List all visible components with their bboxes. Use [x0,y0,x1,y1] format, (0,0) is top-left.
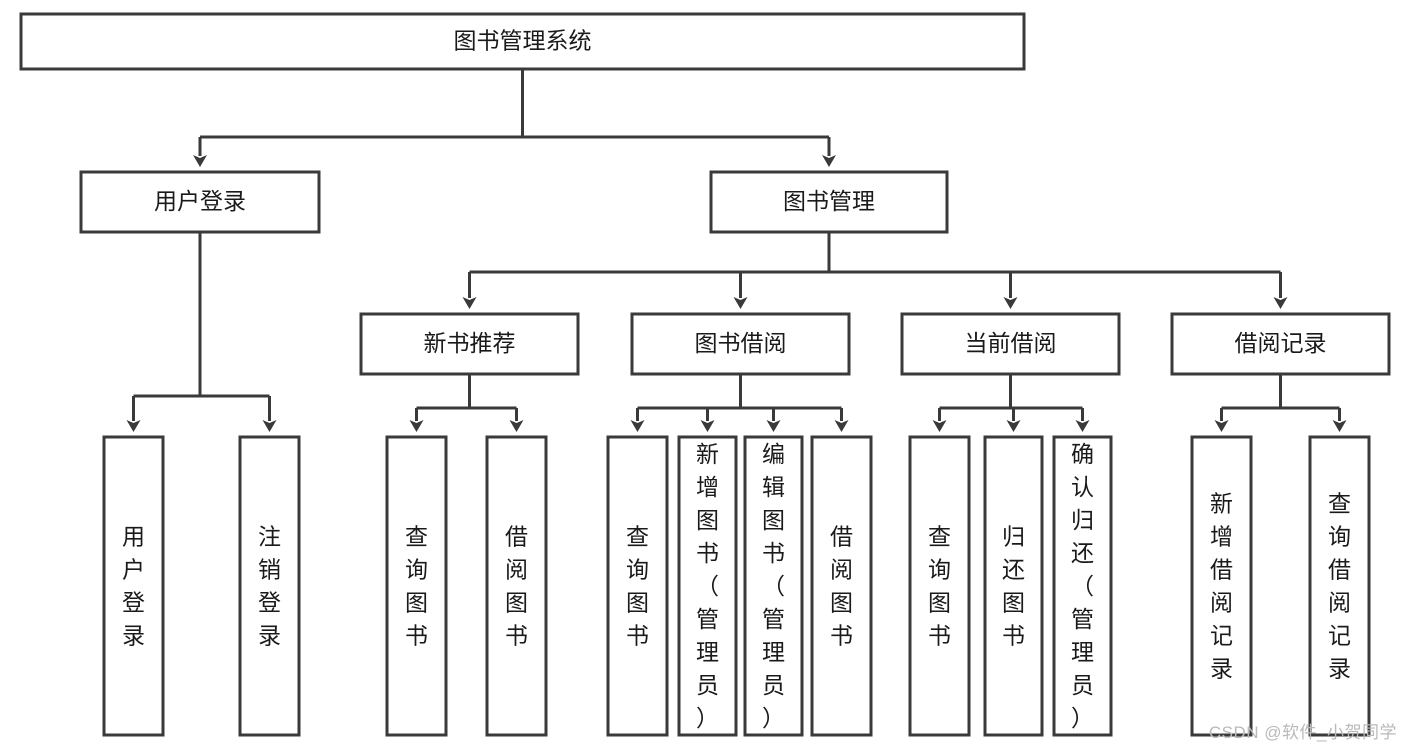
node-leaf-10-确认归还（管理员）[interactable]: 确认归还（管理员） [1052,435,1113,737]
node-label: 当前借阅 [965,330,1057,356]
node-leaf-8-查询图书[interactable]: 查询图书 [908,435,971,737]
node-l3-新书推荐[interactable]: 新书推荐 [359,312,580,376]
node-l2-用户登录[interactable]: 用户登录 [79,170,321,234]
node-label: 编辑图书（管理员） [762,441,785,731]
node-label: 查询图书 [928,524,951,649]
node-l2-图书管理[interactable]: 图书管理 [709,170,949,234]
node-leaf-4-查询图书[interactable]: 查询图书 [606,435,669,737]
node-label: 查询图书 [626,524,649,649]
node-leaf-6-编辑图书（管理员）[interactable]: 编辑图书（管理员） [743,435,804,737]
node-leaf-0-用户登录[interactable]: 用户登录 [102,435,165,737]
node-leaf-11-新增借阅记录[interactable]: 新增借阅记录 [1190,435,1253,737]
node-leaf-3-借阅图书[interactable]: 借阅图书 [485,435,548,737]
node-l3-图书借阅[interactable]: 图书借阅 [630,312,851,376]
node-label: 归还图书 [1002,524,1025,649]
node-label: 图书管理系统 [454,28,592,54]
node-label: 图书借阅 [695,330,787,356]
node-label: 借阅记录 [1235,330,1327,356]
node-leaf-12-查询借阅记录[interactable]: 查询借阅记录 [1308,435,1371,737]
node-label: 注销登录 [258,524,281,649]
node-label: 图书管理 [783,188,875,214]
node-l3-借阅记录[interactable]: 借阅记录 [1170,312,1391,376]
node-label: 确认归还（管理员） [1071,441,1094,731]
node-label: 借阅图书 [830,524,853,649]
node-root-图书管理系统[interactable]: 图书管理系统 [19,12,1026,71]
node-leaf-2-查询图书[interactable]: 查询图书 [385,435,448,737]
node-label: 借阅图书 [505,524,528,649]
node-label: 查询借阅记录 [1328,491,1351,682]
node-label: 新增借阅记录 [1210,491,1233,682]
node-label: 用户登录 [154,188,246,214]
node-label: 查询图书 [405,524,428,649]
boxes-layer: 图书管理系统用户登录图书管理新书推荐图书借阅当前借阅借阅记录用户登录注销登录查询… [19,12,1391,737]
node-l3-当前借阅[interactable]: 当前借阅 [900,312,1121,376]
node-leaf-1-注销登录[interactable]: 注销登录 [238,435,301,737]
node-label: 新书推荐 [424,330,516,356]
connectors-layer [126,69,1347,432]
node-label: 用户登录 [122,524,145,649]
node-leaf-7-借阅图书[interactable]: 借阅图书 [810,435,873,737]
node-leaf-9-归还图书[interactable]: 归还图书 [983,435,1044,737]
node-leaf-5-新增图书（管理员）[interactable]: 新增图书（管理员） [677,435,738,737]
node-label: 新增图书（管理员） [696,441,719,731]
